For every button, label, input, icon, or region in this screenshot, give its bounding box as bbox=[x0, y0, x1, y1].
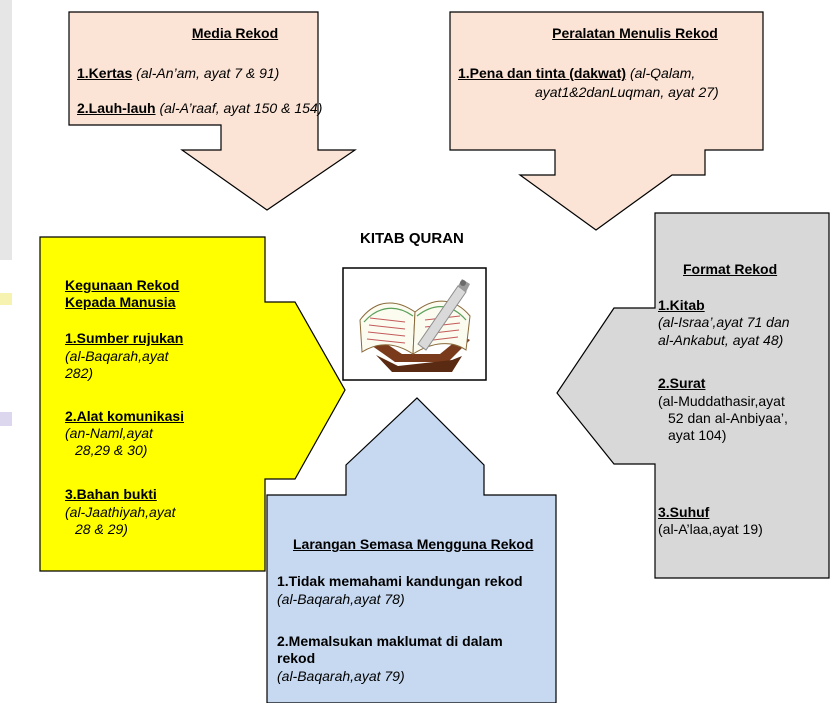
background-fragment bbox=[0, 293, 12, 305]
kegunaan-rekod-heading-a: Kegunaan Rekod bbox=[65, 277, 180, 293]
larangan-item-1-label: 1.Tidak memahami kandungan rekod bbox=[277, 573, 523, 589]
format-item-3-ref: (al-A’laa,ayat 19) bbox=[658, 521, 763, 537]
kegunaan-item-1-ref-b: 282) bbox=[65, 365, 94, 381]
larangan-rekod-heading: Larangan Semasa Mengguna Rekod bbox=[293, 536, 534, 552]
kegunaan-item-1-ref-a: (al-Baqarah,ayat bbox=[65, 348, 169, 364]
kegunaan-item-3-ref-b: 28 & 29) bbox=[75, 521, 128, 537]
quran-on-stand-icon bbox=[359, 279, 471, 372]
media-rekod-heading: Media Rekod bbox=[191, 25, 279, 41]
larangan-rekod-arrow bbox=[266, 397, 557, 703]
peralatan-rekod-arrow bbox=[449, 11, 764, 231]
media-rekod-item-1: 1.Kertas (al-An’am, ayat 7 & 91) bbox=[77, 65, 327, 82]
format-item-1-ref-a: (al-Israa’,ayat 71 dan bbox=[658, 314, 790, 330]
format-item-3-label: 3.Suhuf bbox=[658, 504, 710, 520]
media-rekod-item-2: 2.Lauh-lauh (al-A’raaf, ayat 150 & 154) bbox=[77, 100, 327, 117]
format-rekod-heading: Format Rekod bbox=[683, 261, 778, 277]
larangan-item-2-label-b: rekod bbox=[277, 650, 316, 666]
larangan-item-1-ref: (al-Baqarah,ayat 78) bbox=[277, 591, 405, 607]
media-rekod-item-1-label: 1.Kertas bbox=[77, 65, 133, 81]
kegunaan-item-1-label: 1.Sumber rujukan bbox=[65, 330, 184, 346]
media-rekod-arrow bbox=[68, 11, 357, 211]
media-rekod-item-2-ref: (al-A’raaf, ayat 150 & 154) bbox=[159, 100, 323, 116]
kegunaan-rekod-heading-b: Kepada Manusia bbox=[65, 294, 176, 310]
format-item-2-ref-b: 52 dan al-Anbiyaa’, bbox=[668, 410, 788, 426]
larangan-item-2-ref: (al-Baqarah,ayat 79) bbox=[277, 668, 405, 684]
background-fragment bbox=[0, 0, 12, 260]
kegunaan-item-2-ref-a: (an-Naml,ayat bbox=[65, 425, 153, 441]
peralatan-rekod-heading: Peralatan Menulis Rekod bbox=[552, 25, 718, 41]
format-rekod-arrow bbox=[556, 212, 830, 579]
kegunaan-rekod-arrow bbox=[39, 236, 346, 572]
format-item-2-ref-c: ayat 104) bbox=[668, 427, 727, 443]
format-item-1-ref-b: al-Ankabut, ayat 48) bbox=[658, 332, 784, 348]
media-rekod-item-1-ref: (al-An’am, ayat 7 & 91) bbox=[136, 65, 280, 81]
media-rekod-item-2-label: 2.Lauh-lauh bbox=[77, 100, 156, 116]
kegunaan-item-2-label: 2.Alat komunikasi bbox=[65, 408, 185, 424]
peralatan-rekod-item-1: 1.Pena dan tinta (dakwat) (al-Qalam, bbox=[458, 65, 758, 82]
center-title: KITAB QURAN bbox=[360, 230, 464, 247]
format-item-2-ref-a: (al-Muddathasir,ayat bbox=[658, 393, 785, 409]
kegunaan-item-3-label: 3.Bahan bukti bbox=[65, 486, 157, 502]
larangan-item-2-label-a: 2.Memalsukan maklumat di dalam bbox=[277, 633, 503, 649]
kegunaan-item-3-ref-a: (al-Jaathiyah,ayat bbox=[65, 504, 176, 520]
peralatan-rekod-item-1-ref-b: ayat1&2danLuqman, ayat 27) bbox=[535, 84, 719, 100]
kegunaan-item-2-ref-b: 28,29 & 30) bbox=[75, 442, 148, 458]
background-fragment bbox=[0, 412, 12, 426]
format-item-2-label: 2.Surat bbox=[658, 375, 706, 391]
peralatan-rekod-item-1-ref-a: (al-Qalam, bbox=[629, 65, 696, 81]
format-item-1-label: 1.Kitab bbox=[658, 297, 705, 313]
peralatan-rekod-item-1-label: 1.Pena dan tinta (dakwat) bbox=[458, 65, 627, 81]
